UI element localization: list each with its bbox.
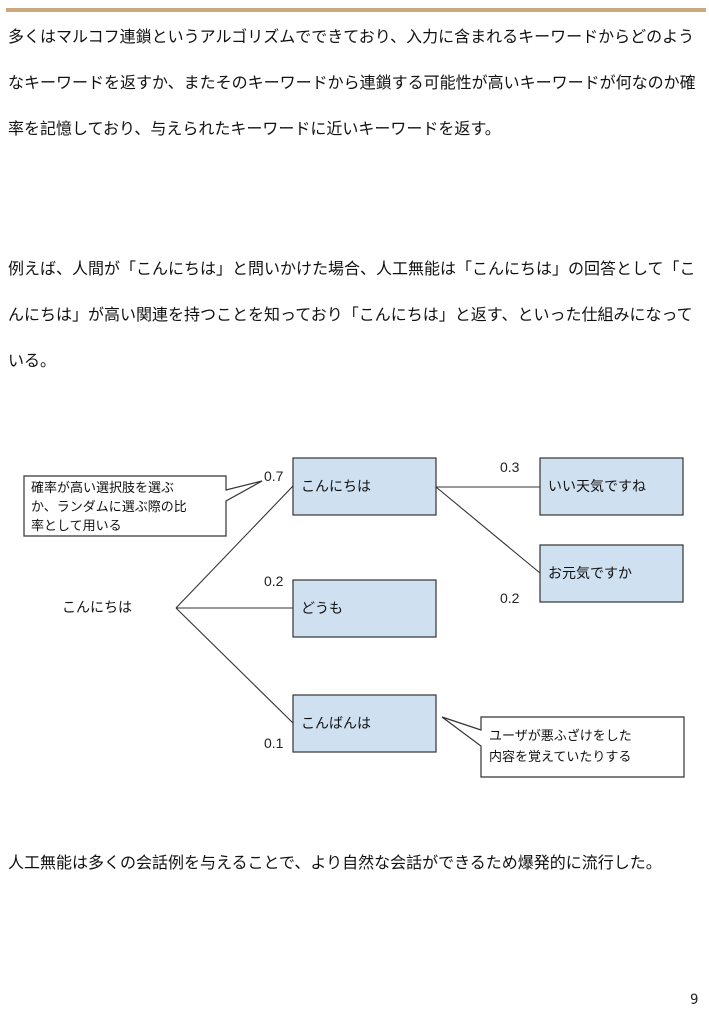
callout-right-line-1: ユーザが悪ふざけをした <box>489 728 632 744</box>
node-iitenki: いい天気ですね <box>539 457 684 516</box>
prob-konnichiwa: 0.7 <box>264 468 284 484</box>
paragraph-markov: 多くはマルコフ連鎖というアルゴリズムでできており、入力に含まれるキーワードからど… <box>8 27 696 138</box>
header-rule <box>6 8 706 12</box>
node-doumo-label: どうも <box>301 601 343 617</box>
prob-doumo: 0.2 <box>264 573 284 589</box>
node-konbanwa-label: こんばんは <box>301 716 371 732</box>
node-doumo: どうも <box>292 579 437 638</box>
page-number: 9 <box>690 992 699 1008</box>
markov-chain-diagram: こんにちは こんにちは どうも こんばんは いい天気ですね お元気ですか 0.7… <box>23 457 685 778</box>
callout-left-line-3: 率として用いる <box>31 518 122 534</box>
callout-right: ユーザが悪ふざけをした 内容を覚えていたりする <box>441 716 685 778</box>
edge-konnichiwa-ogenki <box>435 486 541 574</box>
node-konbanwa: こんばんは <box>292 694 437 753</box>
node-ogenki: お元気ですか <box>539 544 684 603</box>
edge-root-konnichiwa <box>175 485 294 609</box>
node-ogenki-label: お元気ですか <box>548 566 632 582</box>
callout-left-line-2: か、ランダムに選ぶ際の比 <box>31 500 187 515</box>
prob-konbanwa: 0.1 <box>264 735 284 751</box>
callout-right-line-2: 内容を覚えていたりする <box>489 749 631 765</box>
callout-left-line-1: 確率が高い選択肢を選ぶ <box>31 480 174 496</box>
prob-iitenki: 0.3 <box>500 459 520 475</box>
paragraph-conclusion: 人工無能は多くの会話例を与えることで、より自然な会話ができるため爆発的に流行した… <box>8 853 662 872</box>
callout-left: 確率が高い選択肢を選ぶ か、ランダムに選ぶ際の比 率として用いる <box>23 475 263 537</box>
root-node-label: こんにちは <box>62 600 132 616</box>
node-konnichiwa-label: こんにちは <box>301 479 371 495</box>
node-iitenki-label: いい天気ですね <box>548 479 646 495</box>
prob-ogenki: 0.2 <box>500 590 520 606</box>
edge-root-konbanwa <box>175 607 294 724</box>
paragraph-example: 例えば、人間が「こんにちは」と問いかけた場合、人工無能は「こんにちは」の回答とし… <box>8 259 696 370</box>
node-konnichiwa: こんにちは <box>292 457 437 516</box>
